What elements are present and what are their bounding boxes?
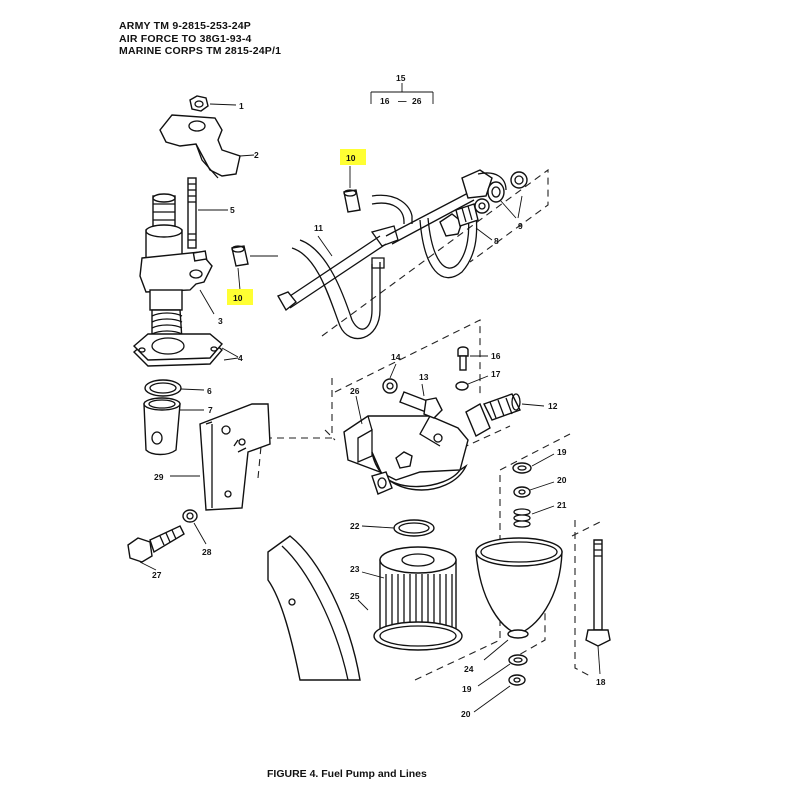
part-20-washer-lower xyxy=(473,674,526,713)
highlight-10-upper xyxy=(340,149,366,165)
part-11-fuel-lines xyxy=(276,169,507,340)
part-10-fitting-upper xyxy=(343,166,361,213)
part-9-washers xyxy=(474,171,528,219)
header-air-force: AIR FORCE TO 38G1-93-4 xyxy=(119,32,252,45)
part-20-washer-upper xyxy=(513,481,555,498)
callout-28: 28 xyxy=(202,547,212,557)
callout-15: 15 xyxy=(396,73,406,83)
callout-26: 26 xyxy=(350,386,360,396)
callout-26-range-end: 26 xyxy=(412,96,422,106)
part-1-nut xyxy=(189,95,237,112)
part-18-long-bolt xyxy=(585,539,611,675)
callout-range-dash: — xyxy=(398,96,407,106)
part-4-gaskets xyxy=(132,333,239,367)
part-17-washer xyxy=(455,375,489,391)
kit-callout: 15 16 — 26 xyxy=(370,73,434,106)
callout-9: 9 xyxy=(518,221,523,231)
callout-19-upper: 19 xyxy=(557,447,567,457)
callout-5: 5 xyxy=(230,205,235,215)
callout-19-lower: 19 xyxy=(462,684,472,694)
callout-23: 23 xyxy=(350,564,360,574)
callout-13: 13 xyxy=(419,372,429,382)
callout-1: 1 xyxy=(239,101,244,111)
part-29-bracket xyxy=(170,403,271,511)
part-6-ring xyxy=(144,379,205,397)
header-marine-corps: MARINE CORPS TM 2815-24P/1 xyxy=(119,45,282,57)
callout-21: 21 xyxy=(557,500,567,510)
part-3-fuel-pump-body xyxy=(139,193,215,341)
callout-16-range-start: 16 xyxy=(380,96,390,106)
part-19-washer-upper xyxy=(512,453,555,474)
part-8-elbow-fitting xyxy=(439,203,493,241)
callout-11: 11 xyxy=(314,223,323,233)
callout-10-lower: 10 xyxy=(233,293,243,303)
part-21-spring xyxy=(513,505,555,528)
callout-22: 22 xyxy=(350,521,360,531)
callout-29: 29 xyxy=(154,472,164,482)
part-24-filter-bowl xyxy=(475,537,563,661)
callout-20-upper: 20 xyxy=(557,475,567,485)
callout-20-lower: 20 xyxy=(461,709,471,719)
part-26-filter-head xyxy=(343,395,469,495)
callout-17: 17 xyxy=(491,369,501,379)
part-2-rocker-bracket xyxy=(159,114,255,179)
callout-7: 7 xyxy=(208,405,213,415)
callout-27: 27 xyxy=(152,570,162,580)
part-25-o-ring xyxy=(373,621,463,651)
part-16-screw xyxy=(457,346,488,371)
callout-25: 25 xyxy=(350,591,360,601)
part-25-shroud xyxy=(267,535,369,681)
callout-8: 8 xyxy=(494,236,499,246)
callout-14: 14 xyxy=(391,352,401,362)
part-22-gasket xyxy=(361,519,435,537)
document-header: ARMY TM 9-2815-253-24P AIR FORCE TO 38G1… xyxy=(119,20,281,58)
callout-18: 18 xyxy=(596,677,606,687)
figure-caption: FIGURE 4. Fuel Pump and Lines xyxy=(267,768,427,780)
header-army: ARMY TM 9-2815-253-24P xyxy=(119,20,252,32)
callout-labels: 1 2 3 4 5 6 7 8 9 10 10 11 12 13 14 16 1… xyxy=(152,101,606,719)
part-28-lockwasher xyxy=(182,509,207,545)
callout-2: 2 xyxy=(254,150,259,160)
part-12-inlet-fitting xyxy=(465,393,545,438)
callout-12: 12 xyxy=(548,401,558,411)
callout-6: 6 xyxy=(207,386,212,396)
part-23-filter-element xyxy=(361,546,457,638)
part-19-washer-lower xyxy=(477,654,528,687)
callout-3: 3 xyxy=(218,316,223,326)
highlight-10-lower xyxy=(227,289,253,305)
callout-24: 24 xyxy=(464,664,474,674)
dashed-group-lines xyxy=(257,168,601,681)
part-10-fitting-lower xyxy=(231,245,278,291)
callout-10-upper: 10 xyxy=(346,153,356,163)
part-7-plunger-cup xyxy=(143,397,204,456)
part-13-bolt xyxy=(399,383,443,419)
part-27-bolt xyxy=(127,525,185,571)
part-14-lockwasher xyxy=(382,363,398,394)
callout-16: 16 xyxy=(491,351,501,361)
part-5-stud xyxy=(187,177,228,249)
callout-4: 4 xyxy=(238,353,243,363)
